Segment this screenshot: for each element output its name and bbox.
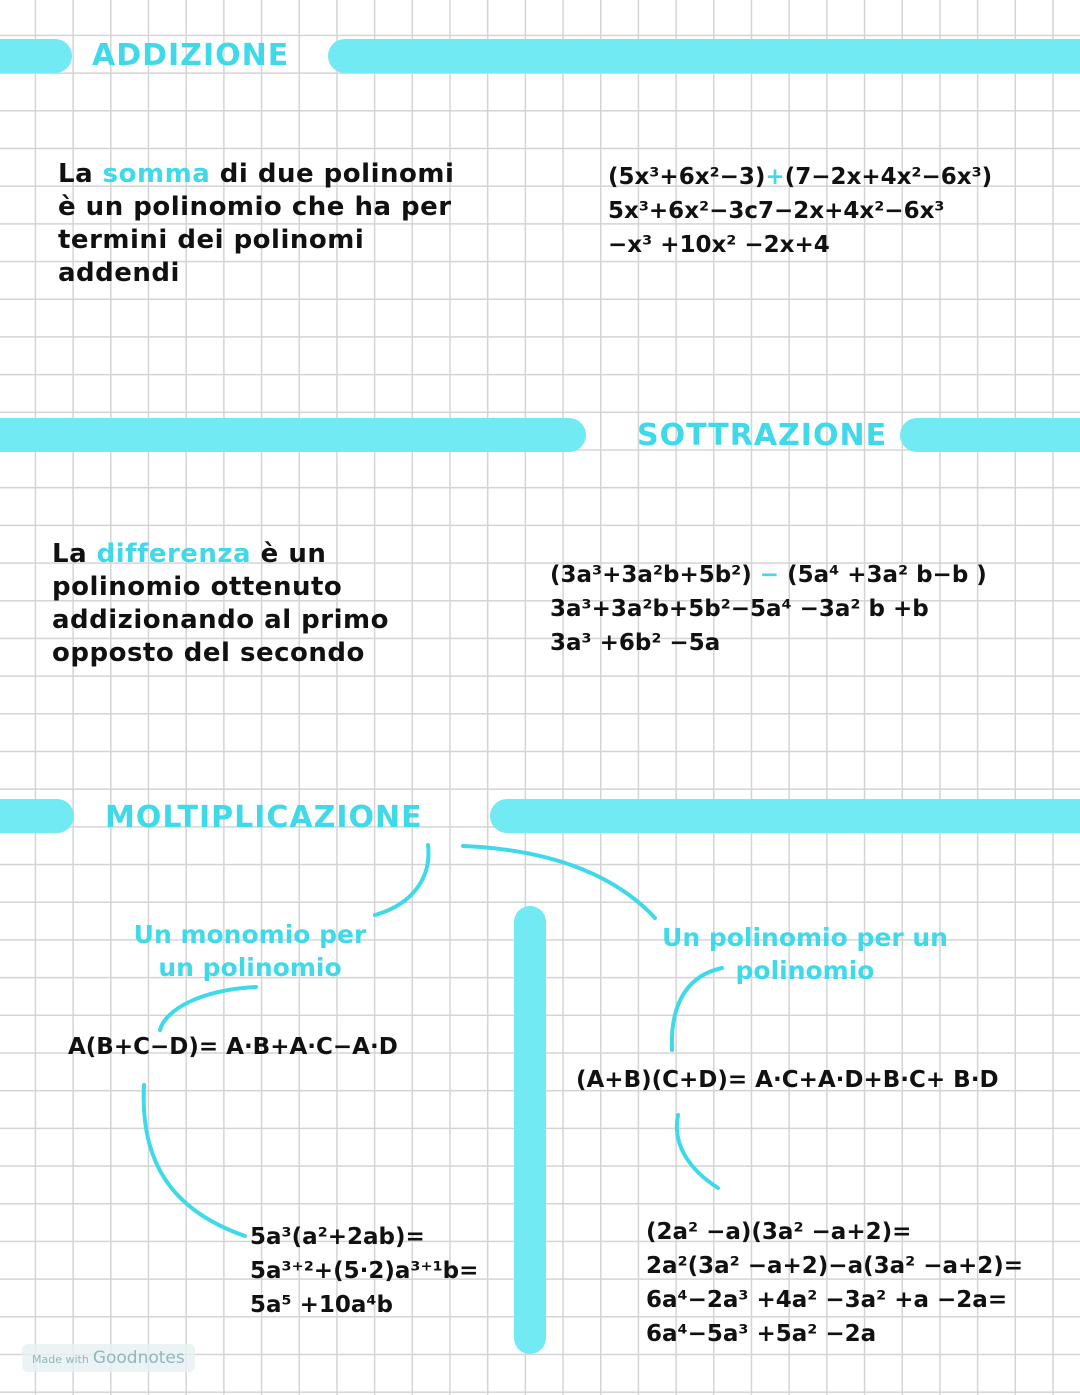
header-bar-left [0, 39, 72, 73]
connector-curve [141, 1083, 247, 1238]
math-line: 5a⁵ +10a⁴b [250, 1292, 393, 1318]
header-bar-right [490, 799, 1080, 833]
connector-curve [461, 844, 657, 920]
math-line: (2a² −a)(3a² −a+2)= [646, 1219, 912, 1245]
math-line: 6a⁴−2a³ +4a² −3a² +a −2a= [646, 1287, 1008, 1313]
sottrazione-example: (3a³+3a²b+5b²) − (5a⁴ +3a² b−b ) 3a³+3a²… [550, 558, 987, 660]
math-line: 3a³ +6b² −5a [550, 630, 721, 656]
keyword-somma: somma [102, 159, 211, 189]
operator-plus: + [765, 164, 785, 190]
watermark-brand: Goodnotes [92, 1348, 185, 1368]
heading-moltiplicazione: MOLTIPLICAZIONE [105, 800, 423, 835]
keyword-differenza: differenza [96, 539, 252, 569]
math-line: 2a²(3a² −a+2)−a(3a² −a+2)= [646, 1253, 1024, 1279]
math-line: 5a³⁺²+(5·2)a³⁺¹b= [250, 1258, 479, 1284]
math-line: 5x³+6x²−3c7−2x+4x²−6x³ [608, 198, 945, 224]
monomio-formula: A(B+C−D)= A·B+A·C−A·D [68, 1034, 398, 1060]
vertical-divider [514, 906, 546, 1354]
def-text: La [52, 539, 97, 569]
operator-minus: − [759, 562, 780, 588]
def-text: di due polinomi è un polinomio che ha pe… [58, 159, 455, 288]
header-bar-left [0, 799, 74, 833]
header-bar-right [328, 39, 1080, 73]
polinomio-example: (2a² −a)(3a² −a+2)= 2a²(3a² −a+2)−a(3a² … [646, 1215, 1023, 1351]
monomio-title: Un monomio per un polinomio [133, 920, 367, 982]
connector-curve [373, 843, 431, 917]
watermark-prefix: Made with [32, 1353, 89, 1366]
def-text: La [58, 159, 103, 189]
math-line: 3a³+3a²b+5b²−5a⁴ −3a² b +b [550, 596, 929, 622]
math-line: −x³ +10x² −2x+4 [608, 232, 830, 258]
math-line: 5a³(a²+2ab)= [250, 1224, 425, 1250]
connector-curve [674, 1113, 720, 1190]
monomio-example: 5a³(a²+2ab)= 5a³⁺²+(5·2)a³⁺¹b= 5a⁵ +10a⁴… [250, 1220, 478, 1322]
connector-curve [669, 966, 724, 1052]
math-term: (5x³+6x²−3) [608, 164, 766, 190]
addizione-example: (5x³+6x²−3)+(7−2x+4x²−6x³) 5x³+6x²−3c7−2… [608, 160, 992, 262]
polinomio-title: Un polinomio per un polinomio [662, 923, 948, 985]
addizione-definition: La somma di due polinomi è un polinomio … [58, 158, 458, 290]
header-bar-left [0, 418, 586, 452]
math-term: (5a⁴ +3a² b−b ) [787, 562, 987, 588]
heading-sottrazione: SOTTRAZIONE [637, 418, 888, 453]
math-term: (3a³+3a²b+5b²) [550, 562, 752, 588]
math-line: 6a⁴−5a³ +5a² −2a [646, 1321, 877, 1347]
header-bar-right [900, 418, 1080, 452]
def-text: è un polinomio ottenuto addizionando al … [52, 539, 389, 668]
math-term: (7−2x+4x²−6x³) [784, 164, 993, 190]
heading-addizione: ADDIZIONE [92, 38, 290, 73]
polinomio-formula: (A+B)(C+D)= A·C+A·D+B·C+ B·D [576, 1067, 999, 1093]
connector-curve [158, 985, 258, 1032]
sottrazione-definition: La differenza è un polinomio ottenuto ad… [52, 538, 412, 670]
